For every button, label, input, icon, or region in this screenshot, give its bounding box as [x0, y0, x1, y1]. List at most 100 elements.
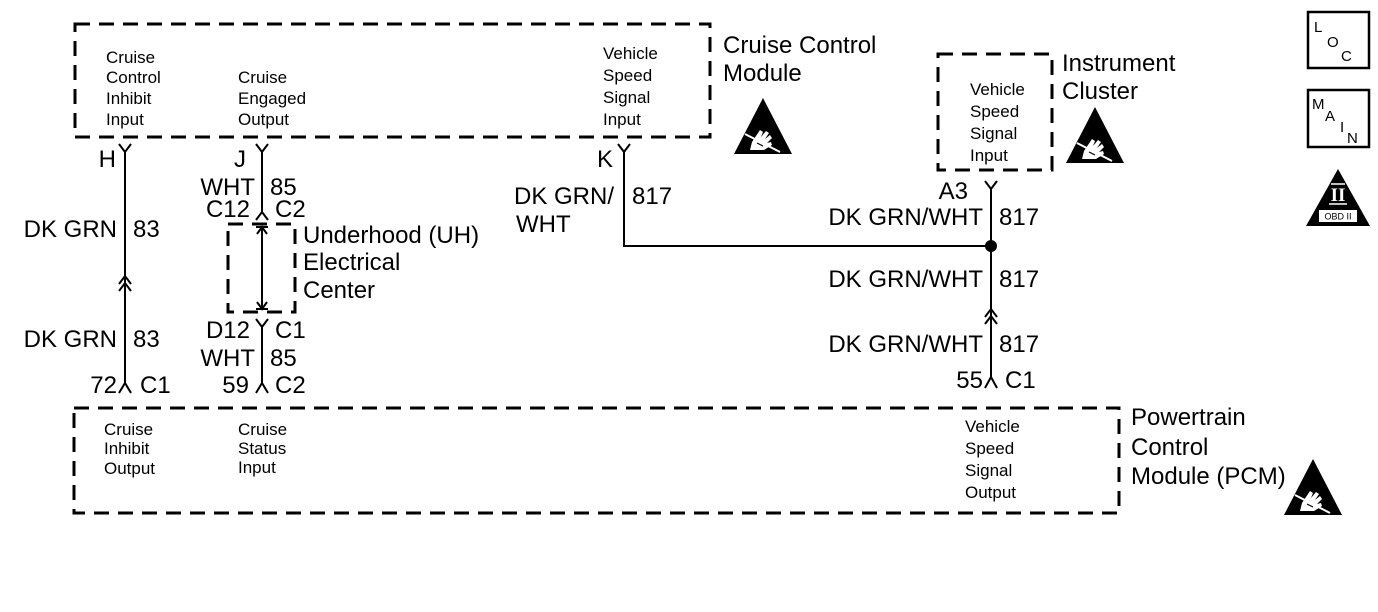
main-icon-frame: [1306, 88, 1371, 149]
main-letter-m: M: [1312, 96, 1325, 113]
pcm-pin-55: 55: [956, 367, 983, 394]
esd-icon: [1065, 106, 1125, 164]
wire-817-pcm-number: 817: [999, 331, 1039, 358]
ccm-pin-k-connector: [617, 143, 631, 154]
uh-d12-connector: [255, 318, 269, 329]
loc-letter-c: C: [1341, 48, 1352, 65]
main-letter-i: I: [1340, 119, 1344, 136]
loc-icon[interactable]: L O C: [1306, 10, 1371, 70]
ccm-vss-label-4: Input: [603, 110, 641, 129]
uh-title-line-3: Center: [303, 277, 375, 304]
uh-connector-c2: C2: [275, 196, 306, 223]
pcm-inhibit-label-3: Output: [104, 459, 155, 478]
pcm-vss-label-3: Signal: [965, 461, 1012, 480]
pcm-pin-72-connector: [118, 381, 132, 394]
ccm-pin-h-connector: [118, 143, 132, 154]
wire-83-lower-number: 83: [133, 326, 160, 353]
wire-83-upper-number: 83: [133, 216, 160, 243]
main-letter-n: N: [1347, 130, 1358, 147]
wire-817-pcm-color: DK GRN/WHT: [828, 331, 983, 358]
esd-icon: [733, 97, 793, 155]
wire-817-trunk-color: DK GRN/WHT: [828, 266, 983, 293]
pcm-vss-label-1: Vehicle: [965, 417, 1020, 436]
ipc-pin-a3-connector: [984, 180, 998, 191]
uh-pin-d12: D12: [206, 317, 250, 344]
uh-title-line-2: Electrical: [303, 249, 400, 276]
main-letter-a: A: [1325, 108, 1335, 125]
ccm-engaged-label-3: Output: [238, 110, 289, 129]
pcm-pin-59-connector: [255, 381, 269, 394]
wire-83-upper-color: DK GRN: [24, 216, 117, 243]
pcm-title-line-3: Module (PCM): [1131, 463, 1286, 490]
ccm-inhibit-label-1: Cruise: [106, 48, 155, 67]
circuit-83-wire: [118, 143, 132, 394]
inline-connector-817-lower: [984, 314, 998, 325]
ipc-vss-label-2: Speed: [970, 102, 1019, 121]
wire-817-ccm-color-line-1: DK GRN/: [514, 183, 614, 210]
ccm-vss-label-3: Signal: [603, 88, 650, 107]
uh-c12-connector: [255, 210, 269, 221]
ipc-pin-a3: A3: [939, 178, 968, 205]
uh-title-line-1: Underhood (UH): [303, 222, 479, 249]
pcm-status-label-3: Input: [238, 458, 276, 477]
pcm-connector-c1-817: C1: [1005, 367, 1036, 394]
ccm-pin-j-connector: [255, 143, 269, 154]
wire-83-lower-color: DK GRN: [24, 326, 117, 353]
ccm-title-line-1: Cruise Control: [723, 32, 876, 59]
wire-817-ccm-number: 817: [632, 183, 672, 210]
inline-connector-83-lower: [118, 281, 132, 292]
inline-connector-817-upper: [984, 307, 998, 318]
loc-letter-o: O: [1327, 34, 1339, 51]
pcm-inhibit-label-1: Cruise: [104, 420, 153, 439]
obd-ii-icon[interactable]: II OBD II: [1306, 169, 1370, 226]
pcm-module-box: [72, 406, 1121, 515]
ipc-vss-label-1: Vehicle: [970, 80, 1025, 99]
pcm-status-label-2: Status: [238, 439, 286, 458]
wire-85-lower-number: 85: [270, 345, 297, 372]
ipc-title-line-2: Cluster: [1062, 78, 1138, 105]
pcm-title-line-1: Powertrain: [1131, 404, 1246, 431]
ccm-inhibit-label-2: Control: [106, 68, 161, 87]
pcm-connector-c2: C2: [275, 372, 306, 399]
circuit-85-wire: [255, 143, 269, 394]
pcm-status-label-1: Cruise: [238, 420, 287, 439]
main-icon[interactable]: M A I N: [1306, 88, 1371, 149]
wire-817-trunk-number: 817: [999, 266, 1039, 293]
uh-center-box: [226, 222, 297, 314]
pcm-vss-label-4: Output: [965, 483, 1016, 502]
obd-ii-label-plate: [1319, 210, 1357, 222]
pcm-connector-c1-83: C1: [140, 372, 171, 399]
ccm-inhibit-label-4: Input: [106, 110, 144, 129]
ipc-vss-label-3: Signal: [970, 124, 1017, 143]
loc-letter-l: L: [1314, 19, 1322, 36]
ccm-engaged-label-1: Cruise: [238, 68, 287, 87]
ccm-pin-k: K: [597, 146, 613, 173]
ipc-module-box: [936, 52, 1054, 172]
ccm-engaged-label-2: Engaged: [238, 89, 306, 108]
obd-ii-numeral: II: [1331, 185, 1346, 206]
ccm-vss-label-2: Speed: [603, 66, 652, 85]
ipc-vss-label-4: Input: [970, 146, 1008, 165]
uh-pin-c12: C12: [206, 196, 250, 223]
wire-817-ccm-branch: [623, 152, 991, 247]
wire-85-lower-color: WHT: [200, 345, 255, 372]
wire-817-ccm-color-line-2: WHT: [516, 211, 571, 238]
pcm-title-line-2: Control: [1131, 434, 1208, 461]
ccm-title-line-2: Module: [723, 60, 802, 87]
pcm-vss-label-2: Speed: [965, 439, 1014, 458]
loc-icon-frame: [1306, 10, 1371, 70]
wire-85-upper-number: 85: [270, 174, 297, 201]
pcm-pin-55-connector: [984, 374, 998, 389]
wire-85-upper-color: WHT: [200, 174, 255, 201]
ccm-module-box: [73, 22, 712, 139]
uh-connector-c1: C1: [275, 317, 306, 344]
esd-icon: [1283, 458, 1343, 516]
ccm-pin-h: H: [99, 146, 116, 173]
ccm-inhibit-label-3: Inhibit: [106, 89, 152, 108]
pcm-inhibit-label-2: Inhibit: [104, 439, 150, 458]
inline-connector-83-upper: [118, 274, 132, 285]
splice-dot-icon: [985, 240, 997, 252]
pcm-pin-72: 72: [90, 372, 117, 399]
circuit-817-wire: [617, 143, 998, 389]
